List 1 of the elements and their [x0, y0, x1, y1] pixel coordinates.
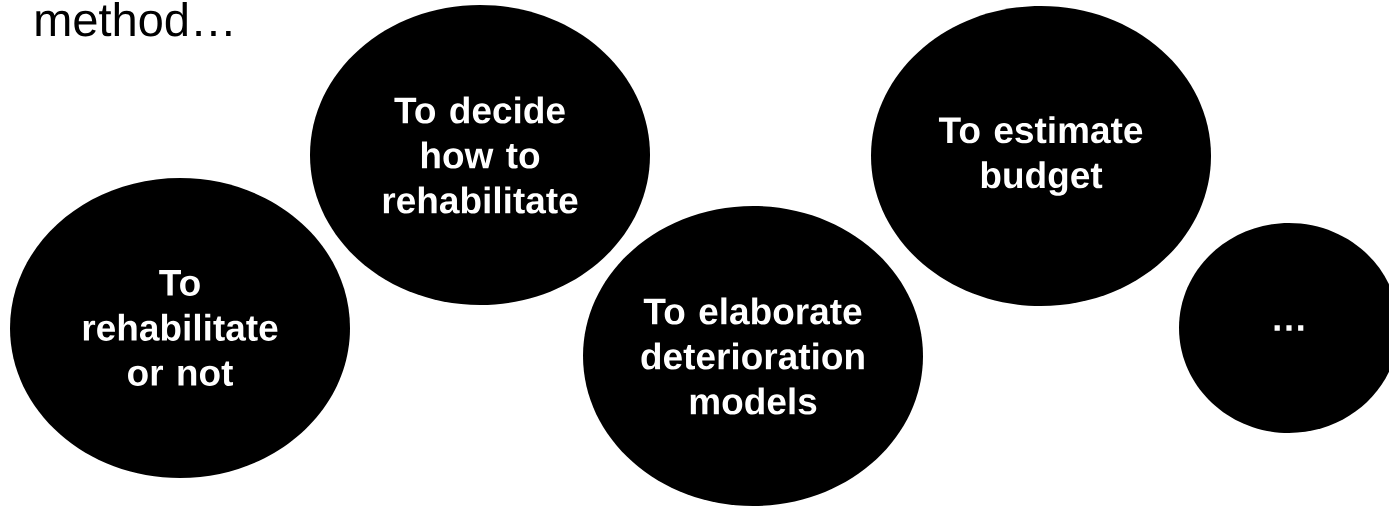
heading-text: method…	[36, 1, 231, 37]
